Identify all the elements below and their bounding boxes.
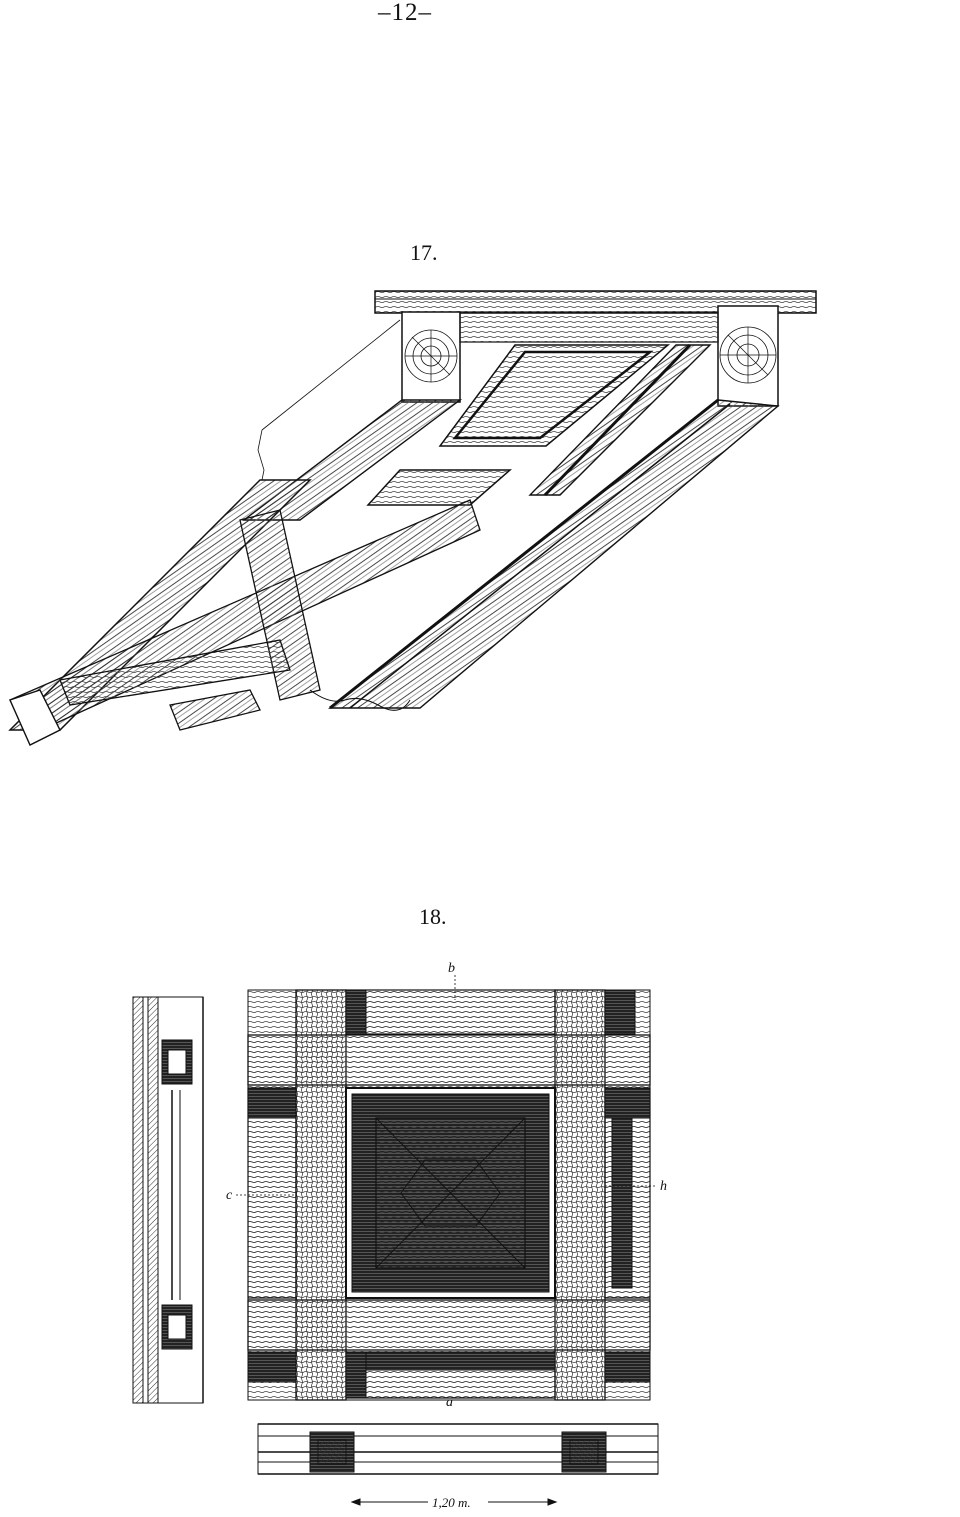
joist-1 (59, 639, 291, 706)
page-number: –12– (378, 0, 432, 26)
post-1 (239, 509, 321, 701)
figure-18-label-b: b (448, 961, 455, 976)
endgrain-left (404, 329, 458, 383)
endgrain-right (719, 326, 777, 384)
dimension-label: 1,20 m. (432, 1495, 471, 1510)
beam-horizontal-bottom (247, 1299, 651, 1351)
figure-18-label-h: h (660, 1179, 667, 1194)
figure-17-drawing (8, 290, 817, 746)
figure-18-label-c: c (226, 1188, 233, 1203)
figure-18-label: 18. (419, 904, 447, 929)
section-bottom (257, 1423, 659, 1506)
coffer-plan (236, 975, 656, 1401)
moulding-strip (528, 344, 712, 496)
figure-17-label: 17. (410, 240, 438, 265)
panel-upper (438, 344, 671, 447)
figure-18-label-a: a (446, 1395, 453, 1410)
beam-horizontal-top (247, 1034, 651, 1086)
panel-lower (366, 469, 512, 506)
figure-18-drawing (132, 975, 659, 1506)
section-left (132, 996, 204, 1404)
